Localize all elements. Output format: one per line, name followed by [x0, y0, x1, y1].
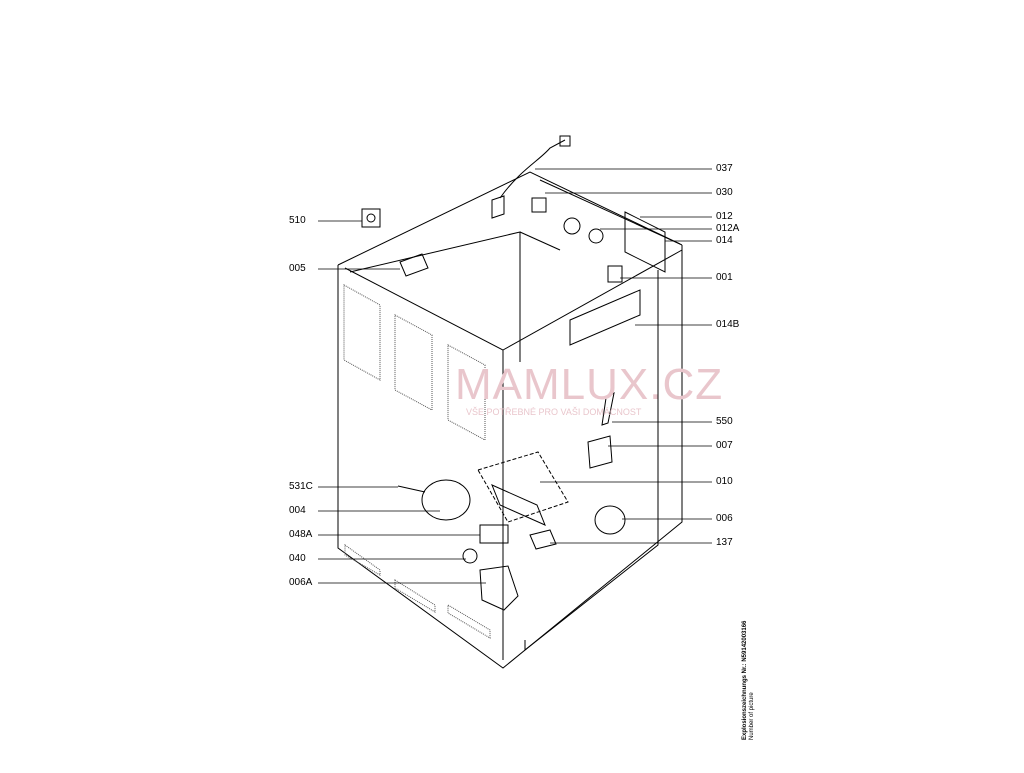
callout-037: 037	[716, 163, 733, 174]
part-006	[594, 505, 626, 535]
part-030	[531, 197, 547, 213]
part-037-plug	[491, 195, 505, 219]
part-010-box	[477, 451, 569, 523]
part-014B	[569, 289, 641, 346]
callout-006A: 006A	[289, 577, 313, 588]
callout-137: 137	[716, 537, 733, 548]
watermark-tagline: VŠE POTŘEBNÉ PRO VAŠI DOMÁCNOST	[466, 407, 642, 417]
callout-012: 012	[716, 211, 733, 222]
drawing-number: Explosionszeichnungs Nr.: N59142003166	[742, 620, 748, 740]
callout-010: 010	[716, 476, 733, 487]
part-510	[361, 208, 381, 228]
part-550	[601, 391, 615, 426]
callout-006: 006	[716, 513, 733, 524]
callout-550: 550	[716, 416, 733, 427]
callout-531C: 531C	[289, 481, 313, 492]
callout-040: 040	[289, 553, 306, 564]
part-010	[491, 484, 546, 526]
vent-panels	[343, 284, 491, 639]
leader-lines	[318, 168, 712, 584]
cabinet-outline	[337, 171, 683, 669]
part-012A	[588, 228, 604, 244]
callout-012A: 012A	[716, 223, 740, 234]
callout-001: 001	[716, 272, 733, 283]
callout-510: 510	[289, 215, 306, 226]
callout-014B: 014B	[716, 319, 740, 330]
part-137	[529, 529, 557, 550]
part-001	[607, 265, 623, 283]
part-006A	[479, 565, 519, 611]
part-012	[563, 217, 581, 235]
callout-014: 014	[716, 235, 733, 246]
part-048A	[479, 524, 509, 544]
drawing-subtitle: Number of picture	[749, 692, 755, 740]
callout-030: 030	[716, 187, 733, 198]
callout-007: 007	[716, 440, 733, 451]
callout-004: 004	[289, 505, 306, 516]
part-040	[462, 548, 478, 564]
part-037-cable	[499, 139, 566, 199]
parts	[361, 135, 666, 611]
part-531C	[397, 485, 426, 493]
callout-048A: 048A	[289, 529, 313, 540]
callout-005: 005	[289, 263, 306, 274]
part-014	[624, 211, 666, 273]
watermark-brand: MAMLUX.CZ	[455, 360, 724, 409]
part-007	[587, 435, 613, 469]
part-005	[399, 253, 429, 277]
part-004	[421, 479, 471, 521]
drawing-caption: Explosionszeichnungs Nr.: N59142003166 N…	[742, 621, 756, 740]
